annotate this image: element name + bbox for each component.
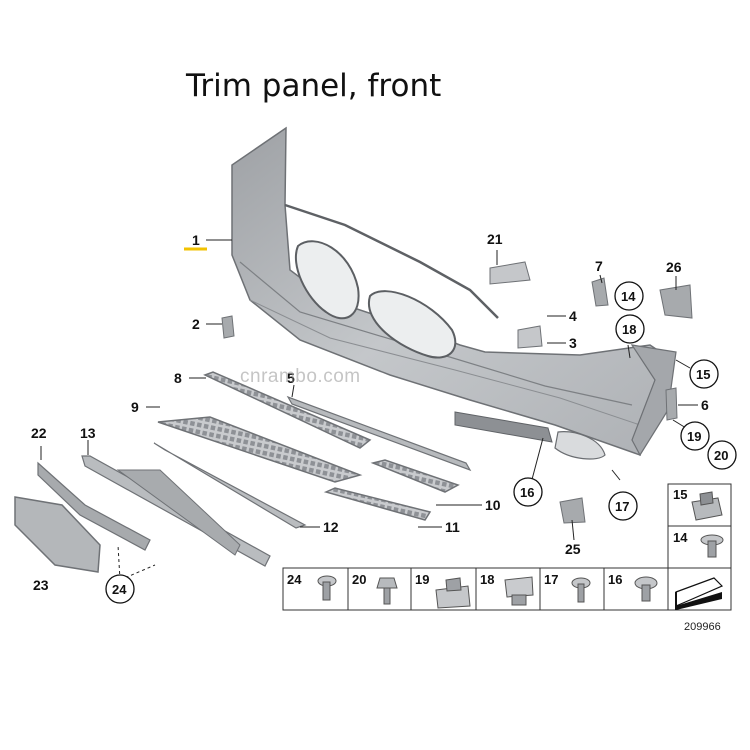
callout-24: 24 [112,582,127,597]
callout-13: 13 [80,425,96,441]
callout-9: 9 [131,399,139,415]
lower-grille-center [157,371,372,483]
lower-spoiler-bar [81,455,271,567]
diagram-number: 209966 [684,621,721,633]
callout-2: 2 [192,316,200,332]
callout-23: 23 [33,577,49,593]
expanding-rivet-icon [700,534,724,558]
collar-screw-icon [634,576,658,602]
callout-20: 20 [714,448,728,463]
callout-3: 3 [569,335,577,351]
callout-6: 6 [701,397,709,413]
screw-icon [376,577,398,605]
callouts: 1 2 3 4 5 6 7 8 9 10 11 12 13 21 22 23 2… [31,231,709,593]
callout-19: 19 [687,429,701,444]
fastener-label-15: 15 [673,487,687,502]
bumper-cover [231,126,677,460]
callout-11: 11 [445,519,460,535]
trim-strip-12 [153,442,307,529]
trim-strip-5 [286,395,472,472]
callout-1: 1 [192,232,200,248]
fastener-label-17: 17 [544,572,558,587]
callout-18: 18 [622,322,636,337]
callout-22: 22 [31,425,47,441]
circle-18: 18 [615,314,645,344]
fastener-label-24: 24 [287,572,302,587]
circle-19: 19 [680,421,710,451]
fastener-table: 15 14 24 20 19 18 17 16 [282,483,732,611]
fastener-label-18: 18 [480,572,494,587]
callout-25: 25 [565,541,581,557]
circle-14: 14 [614,281,644,311]
circle-20: 20 [707,440,737,470]
callout-4: 4 [569,308,577,324]
diagram-title: Trim panel, front [186,68,442,104]
small-clips [221,261,693,524]
callout-15: 15 [696,367,710,382]
callout-12: 12 [323,519,339,535]
callout-16: 16 [520,485,534,500]
fastener-label-20: 20 [352,572,366,587]
circle-15: 15 [689,359,719,389]
leader-lines [40,239,698,541]
license-plate-bracket [14,461,151,573]
diagram-arrow-icon [675,577,724,610]
callout-26: 26 [666,259,682,275]
circle-16: 16 [513,477,543,507]
fastener-label-16: 16 [608,572,622,587]
torx-screw-icon [571,577,591,603]
callout-5: 5 [287,370,295,386]
push-pin-icon [317,575,337,601]
circled-callouts: 14 18 15 19 20 16 17 24 [105,281,737,604]
callout-8: 8 [174,370,182,386]
callout-21: 21 [487,231,503,247]
fastener-label-19: 19 [415,572,429,587]
fastener-labels: 15 14 24 20 19 18 17 16 [287,487,688,587]
plastic-nut-icon [504,576,534,606]
clip-nut-icon [691,491,723,521]
circle-17: 17 [608,491,638,521]
callout-14: 14 [621,289,636,304]
callout-10: 10 [485,497,501,513]
spring-nut-icon [435,577,471,609]
leader-lines-dashed [117,544,156,581]
callout-17: 17 [615,499,629,514]
callout-7: 7 [595,258,603,274]
watermark: cnrambo.com [240,366,361,387]
fastener-label-14: 14 [673,530,688,545]
grille-side-right [323,459,460,521]
circle-24: 24 [105,574,135,604]
